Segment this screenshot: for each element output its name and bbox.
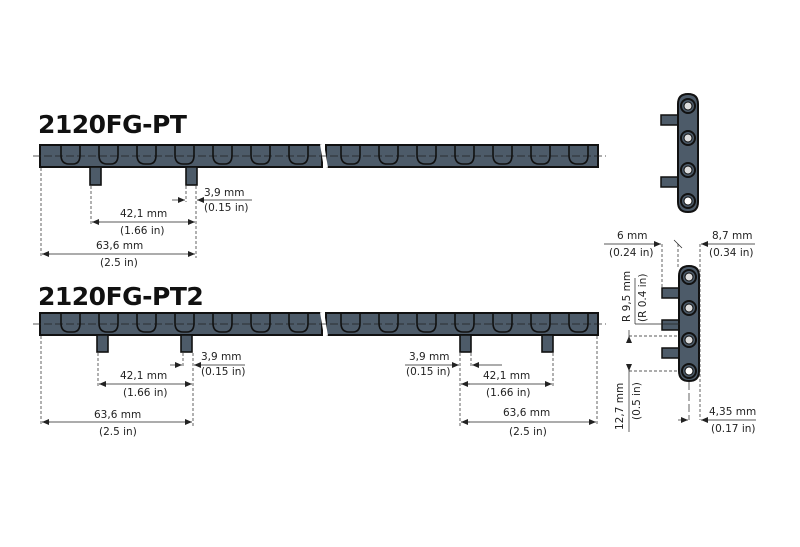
side-view-pt2 xyxy=(661,264,700,383)
belt-thickness-mm: 8,7 mm xyxy=(712,230,753,242)
pt2-left-edge-in: (2.5 in) xyxy=(99,426,137,438)
edge-to-tab-mm: 63,6 mm xyxy=(96,240,144,252)
belt-top-view-pt2 xyxy=(33,311,606,353)
tab-length-in: (0.24 in) xyxy=(609,247,654,259)
pt2-right-tab-width-mm: 3,9 mm xyxy=(409,351,450,363)
tab-spacing-in: (1.66 in) xyxy=(120,225,165,237)
pt2-right-tab-spacing-mm: 42,1 mm xyxy=(483,370,531,382)
title-pt: 2120FG-PT xyxy=(38,110,187,139)
pitch-mm: 12,7 mm xyxy=(614,382,626,430)
radius-in: (R 0.4 in) xyxy=(637,273,649,322)
pt2-left-tab-spacing-mm: 42,1 mm xyxy=(120,370,168,382)
pt2-left-tab-width-in: (0.15 in) xyxy=(201,366,246,378)
tab-width-mm: 3,9 mm xyxy=(204,187,245,199)
radius-mm: R 9,5 mm xyxy=(621,270,633,322)
dimensions-pt2-right xyxy=(405,336,598,426)
belt-top-view-pt xyxy=(33,143,606,186)
pt2-right-edge-mm: 63,6 mm xyxy=(503,407,551,419)
dimensions-pt xyxy=(40,168,252,258)
tab-length-mm: 6 mm xyxy=(617,230,648,242)
pt2-right-edge-in: (2.5 in) xyxy=(509,426,547,438)
pitch-in: (0.5 in) xyxy=(631,382,643,420)
pt2-right-tab-width-in: (0.15 in) xyxy=(406,366,451,378)
pin-offset-mm: 4,35 mm xyxy=(709,406,757,418)
belt-thickness-in: (0.34 in) xyxy=(709,247,754,259)
dimensions-pt2-left xyxy=(40,336,245,426)
dimensions-side-view xyxy=(604,239,756,432)
pt2-right-tab-spacing-in: (1.66 in) xyxy=(486,387,531,399)
title-pt2: 2120FG-PT2 xyxy=(38,282,204,311)
edge-to-tab-in: (2.5 in) xyxy=(100,257,138,269)
pin-offset-in: (0.17 in) xyxy=(711,423,756,435)
side-view-pt xyxy=(660,92,699,214)
pt2-left-tab-spacing-in: (1.66 in) xyxy=(123,387,168,399)
pt2-left-tab-width-mm: 3,9 mm xyxy=(201,351,242,363)
tab-spacing-mm: 42,1 mm xyxy=(120,208,168,220)
tab-width-in: (0.15 in) xyxy=(204,202,249,214)
pt2-left-edge-mm: 63,6 mm xyxy=(94,409,142,421)
